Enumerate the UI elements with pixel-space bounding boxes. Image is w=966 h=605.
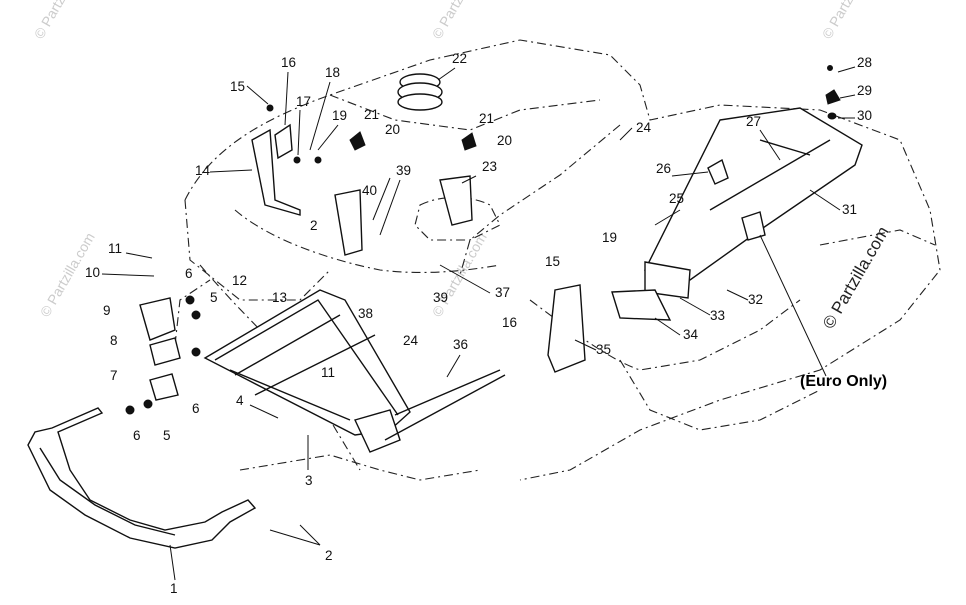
watermark-top-left: © Partzilla	[31, 0, 77, 41]
callout-23: 23	[482, 159, 497, 174]
callout-19: 19	[332, 108, 347, 123]
callout-22: 22	[452, 51, 467, 66]
callout-31: 31	[842, 202, 857, 217]
watermark-right: © Partzilla.com	[819, 223, 893, 332]
callout-34: 34	[683, 327, 699, 342]
callout-27: 27	[746, 114, 761, 129]
callout-12: 12	[232, 273, 247, 288]
callout-32: 32	[748, 292, 763, 307]
callout-24: 24	[636, 120, 652, 135]
callout-16b: 16	[502, 315, 517, 330]
callout-20: 20	[385, 122, 400, 137]
callout-10: 10	[85, 265, 100, 280]
callout-28: 28	[857, 55, 872, 70]
callout-39: 39	[396, 163, 411, 178]
watermark-top-mid: © Partzilla	[429, 0, 475, 41]
right-footrest	[547, 65, 863, 373]
callout-18: 18	[325, 65, 340, 80]
callout-24b: 24	[403, 333, 419, 348]
callout-2: 2	[325, 548, 333, 563]
callout-5: 5	[163, 428, 171, 443]
watermark-center: © Partzilla.com	[429, 230, 490, 320]
callout-38: 38	[358, 306, 373, 321]
callout-17: 17	[296, 94, 311, 109]
callout-21b: 21	[479, 111, 494, 126]
upper-support	[251, 104, 322, 216]
callout-6b: 6	[192, 401, 200, 416]
callout-20b: 20	[497, 133, 512, 148]
leader-lines	[101, 66, 856, 581]
front-bumper	[27, 407, 257, 549]
callout-21: 21	[364, 107, 379, 122]
callout-8: 8	[110, 333, 118, 348]
euro-only-note: (Euro Only)	[800, 373, 887, 390]
callout-29: 29	[857, 83, 872, 98]
callout-13: 13	[272, 290, 287, 305]
callout-40: 40	[362, 183, 377, 198]
callout-1: 1	[170, 581, 178, 596]
callout-30: 30	[857, 108, 872, 123]
callout-37: 37	[495, 285, 510, 300]
callout-5b: 5	[210, 290, 218, 305]
callout-15: 15	[230, 79, 245, 94]
callout-15b: 15	[545, 254, 560, 269]
callout-6: 6	[133, 428, 141, 443]
callout-33: 33	[710, 308, 725, 323]
callout-11: 11	[108, 241, 122, 256]
callout-19b: 19	[602, 230, 617, 245]
callout-35: 35	[596, 342, 611, 357]
callout-7: 7	[110, 368, 118, 383]
callout-39b: 39	[433, 290, 448, 305]
body-outline	[174, 39, 941, 481]
callout-25: 25	[669, 191, 684, 206]
callout-9: 9	[103, 303, 111, 318]
callout-16: 16	[281, 55, 296, 70]
callout-14: 14	[195, 163, 211, 178]
callout-4: 4	[236, 393, 244, 408]
watermark-top-right: © Partzilla	[819, 0, 865, 41]
front-frame	[203, 289, 506, 453]
callout-3: 3	[305, 473, 313, 488]
callout-6c: 6	[185, 266, 193, 281]
left-brackets	[125, 295, 201, 415]
callout-26: 26	[656, 161, 671, 176]
center-parts	[334, 73, 477, 256]
callout-2b: 2	[310, 218, 318, 233]
callout-11b: 11	[321, 365, 335, 380]
callout-36: 36	[453, 337, 468, 352]
